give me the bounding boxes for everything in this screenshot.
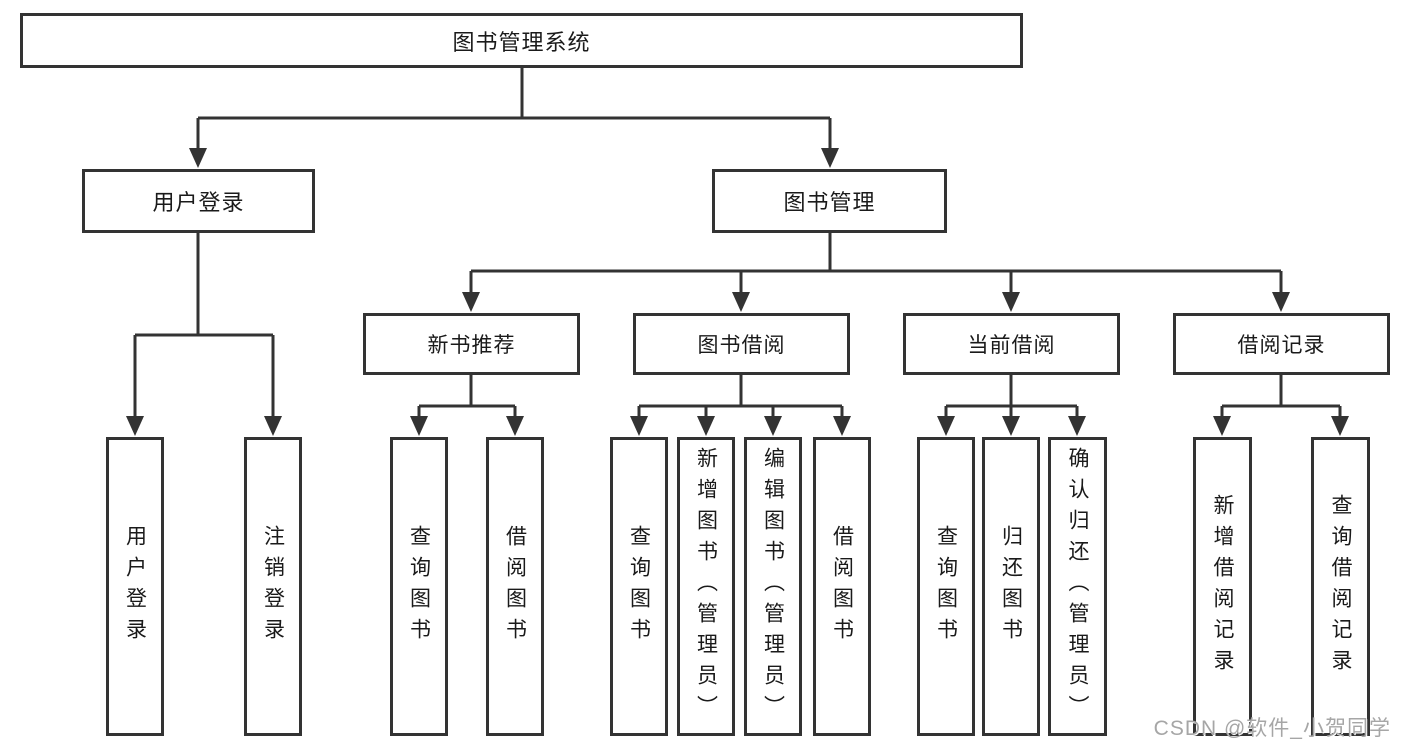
arrowhead bbox=[821, 148, 839, 168]
connector-user-login bbox=[133, 233, 275, 418]
node-book-borrow: 图书借阅 bbox=[633, 313, 850, 375]
leaf-return-book: 归还图书 bbox=[982, 437, 1040, 736]
arrowhead bbox=[1002, 416, 1020, 436]
leaf-edit-book-admin-label: 编辑图书（管理员） bbox=[761, 447, 785, 726]
connector-book-management bbox=[469, 233, 1283, 294]
leaf-confirm-return-admin-label: 确认归还（管理员） bbox=[1066, 447, 1089, 726]
arrowhead bbox=[630, 416, 648, 436]
node-book-management-label: 图书管理 bbox=[783, 190, 876, 215]
leaf-logout: 注销登录 bbox=[244, 437, 302, 736]
leaf-query-books-recommend-label: 查询图书 bbox=[407, 524, 431, 649]
arrowhead bbox=[1272, 292, 1290, 312]
leaf-add-borrow-record-label: 新增借阅记录 bbox=[1211, 493, 1234, 680]
leaf-confirm-return-admin: 确认归还（管理员） bbox=[1048, 437, 1107, 736]
node-user-login-label: 用户登录 bbox=[152, 190, 245, 215]
arrowhead bbox=[462, 292, 480, 312]
node-library-system: 图书管理系统 bbox=[20, 13, 1023, 68]
arrowhead bbox=[1002, 292, 1020, 312]
leaf-query-books-current: 查询图书 bbox=[917, 437, 975, 736]
leaf-user-login: 用户登录 bbox=[106, 437, 164, 736]
arrowhead bbox=[697, 416, 715, 436]
arrowhead bbox=[833, 416, 851, 436]
node-new-book-recommend: 新书推荐 bbox=[363, 313, 580, 375]
node-current-borrow: 当前借阅 bbox=[903, 313, 1120, 375]
connector-book-borrow bbox=[637, 375, 844, 418]
arrowhead bbox=[264, 416, 282, 436]
node-new-book-recommend-label: 新书推荐 bbox=[427, 334, 516, 357]
connector-current-borrow bbox=[944, 375, 1079, 418]
connector-root bbox=[196, 68, 832, 150]
leaf-user-login-label: 用户登录 bbox=[123, 524, 147, 649]
arrowhead bbox=[410, 416, 428, 436]
arrowhead bbox=[1068, 416, 1086, 436]
leaf-logout-label: 注销登录 bbox=[261, 524, 285, 649]
leaf-add-book-admin: 新增图书（管理员） bbox=[677, 437, 735, 736]
arrowhead bbox=[189, 148, 207, 168]
arrowhead bbox=[937, 416, 955, 436]
connector-borrow-records bbox=[1220, 375, 1342, 418]
node-book-borrow-label: 图书借阅 bbox=[697, 334, 786, 357]
node-borrow-records-label: 借阅记录 bbox=[1237, 334, 1326, 357]
node-book-management: 图书管理 bbox=[712, 169, 947, 233]
leaf-edit-book-admin: 编辑图书（管理员） bbox=[744, 437, 802, 736]
arrowhead bbox=[506, 416, 524, 436]
leaf-query-borrow-record-label: 查询借阅记录 bbox=[1329, 493, 1352, 680]
leaf-query-books-recommend: 查询图书 bbox=[390, 437, 448, 736]
arrowhead bbox=[764, 416, 782, 436]
leaf-query-books-current-label: 查询图书 bbox=[934, 524, 958, 649]
csdn-watermark: CSDN @软件_小贺同学 bbox=[1153, 717, 1391, 740]
connector-new-book-recommend bbox=[417, 375, 517, 418]
leaf-return-book-label: 归还图书 bbox=[999, 524, 1023, 649]
leaf-query-books-borrow: 查询图书 bbox=[610, 437, 668, 736]
leaf-borrow-books: 借阅图书 bbox=[813, 437, 871, 736]
leaf-borrow-books-label: 借阅图书 bbox=[830, 524, 854, 649]
node-borrow-records: 借阅记录 bbox=[1173, 313, 1390, 375]
leaf-borrow-books-recommend: 借阅图书 bbox=[486, 437, 544, 736]
node-user-login: 用户登录 bbox=[82, 169, 315, 233]
node-library-system-label: 图书管理系统 bbox=[452, 29, 591, 55]
arrowhead bbox=[1213, 416, 1231, 436]
leaf-add-book-admin-label: 新增图书（管理员） bbox=[694, 447, 718, 726]
arrowhead bbox=[1331, 416, 1349, 436]
leaf-add-borrow-record: 新增借阅记录 bbox=[1193, 437, 1252, 736]
arrowhead bbox=[732, 292, 750, 312]
leaf-borrow-books-recommend-label: 借阅图书 bbox=[503, 524, 527, 649]
leaf-query-borrow-record: 查询借阅记录 bbox=[1311, 437, 1370, 736]
node-current-borrow-label: 当前借阅 bbox=[967, 334, 1056, 357]
arrowhead bbox=[126, 416, 144, 436]
leaf-query-books-borrow-label: 查询图书 bbox=[627, 524, 651, 649]
